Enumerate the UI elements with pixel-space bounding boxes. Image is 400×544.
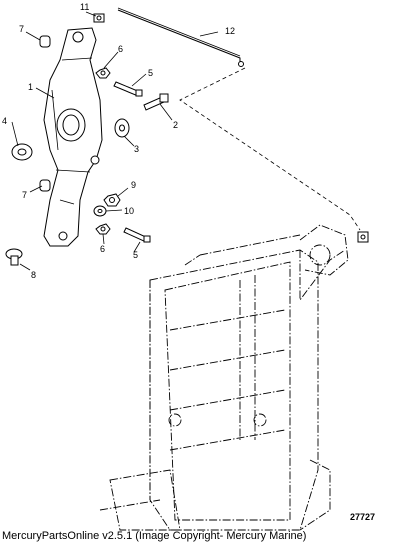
nut-part-6-upper (95, 67, 111, 79)
callout-6-upper: 6 (118, 44, 123, 54)
roller-part-4 (11, 143, 33, 161)
figure-number: 27727 (350, 512, 375, 522)
callout-5-upper: 5 (148, 68, 153, 78)
washer-part-3 (114, 118, 130, 138)
callout-9: 9 (131, 180, 136, 190)
cam-lever-part-1 (43, 27, 103, 247)
callout-1: 1 (28, 82, 33, 92)
bolt-part-2 (143, 93, 169, 111)
callout-6-lower: 6 (100, 244, 105, 254)
linkage-fitting (357, 231, 369, 243)
callout-12: 12 (225, 26, 235, 36)
leader-lines (11, 11, 219, 271)
callout-labels: 11 12 7 6 5 1 2 4 3 7 9 10 6 5 8 (2, 2, 235, 280)
nut-part-6-lower (95, 223, 111, 235)
callout-7-upper: 7 (19, 24, 24, 34)
callout-4: 4 (2, 116, 7, 126)
clip-part-11 (93, 13, 105, 23)
engine-block-outline (99, 224, 349, 531)
bushing-part-7-lower (39, 179, 51, 192)
nut-part-9 (103, 193, 121, 207)
callout-11: 11 (80, 2, 89, 12)
callout-3: 3 (134, 144, 139, 154)
callout-5-lower: 5 (133, 250, 138, 260)
rod-connection-leader (179, 67, 361, 231)
screw-part-5-upper (113, 81, 143, 97)
copyright-footer: MercuryPartsOnline v2.5.1 (Image Copyrig… (2, 530, 307, 542)
screw-part-5-lower (123, 227, 151, 243)
link-rod-part-12 (117, 7, 244, 67)
washer-part-10 (93, 205, 107, 217)
callout-7-lower: 7 (22, 190, 27, 200)
callout-8: 8 (31, 270, 36, 280)
callout-2: 2 (173, 120, 178, 130)
bushing-part-7-upper (39, 35, 51, 48)
pin-part-8 (5, 248, 23, 266)
callout-10: 10 (124, 206, 134, 216)
